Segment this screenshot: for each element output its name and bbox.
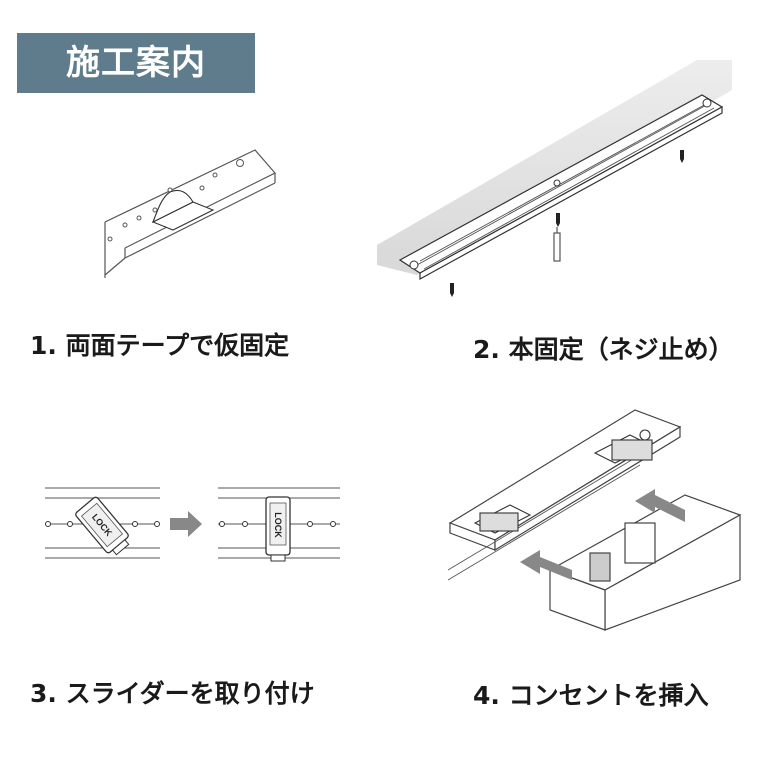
outlet-slider-bottom bbox=[473, 504, 532, 534]
slider-tilted: LOCK bbox=[75, 496, 130, 556]
step1-label: 1. 両面テープで仮固定 bbox=[30, 331, 290, 360]
double-sided-tape bbox=[151, 189, 215, 231]
insert-arrow-icon bbox=[635, 489, 685, 522]
screw-icon bbox=[450, 150, 684, 297]
step3-illustration: LOCK LOCK bbox=[45, 487, 340, 562]
header-banner: 施工案内 bbox=[17, 33, 255, 93]
step2-illustration bbox=[377, 60, 732, 297]
insert-arrow-icon-2 bbox=[520, 550, 572, 580]
header-title: 施工案内 bbox=[66, 43, 206, 83]
outlet-box bbox=[548, 494, 742, 631]
step4-label: 4. コンセントを挿入 bbox=[473, 681, 709, 710]
step2-label: 2. 本固定（ネジ止め） bbox=[473, 335, 734, 364]
arrow-right-icon bbox=[170, 511, 202, 537]
slider-locked: LOCK bbox=[265, 496, 291, 562]
step3-label: 3. スライダーを取り付け bbox=[30, 679, 315, 708]
step4-illustration bbox=[447, 409, 742, 631]
step1-illustration bbox=[104, 149, 276, 278]
ceiling-surface bbox=[377, 60, 732, 275]
slider-lock-text-2: LOCK bbox=[273, 512, 283, 538]
screwdriver-icon bbox=[553, 227, 561, 262]
outlet-slider-top bbox=[593, 434, 653, 464]
